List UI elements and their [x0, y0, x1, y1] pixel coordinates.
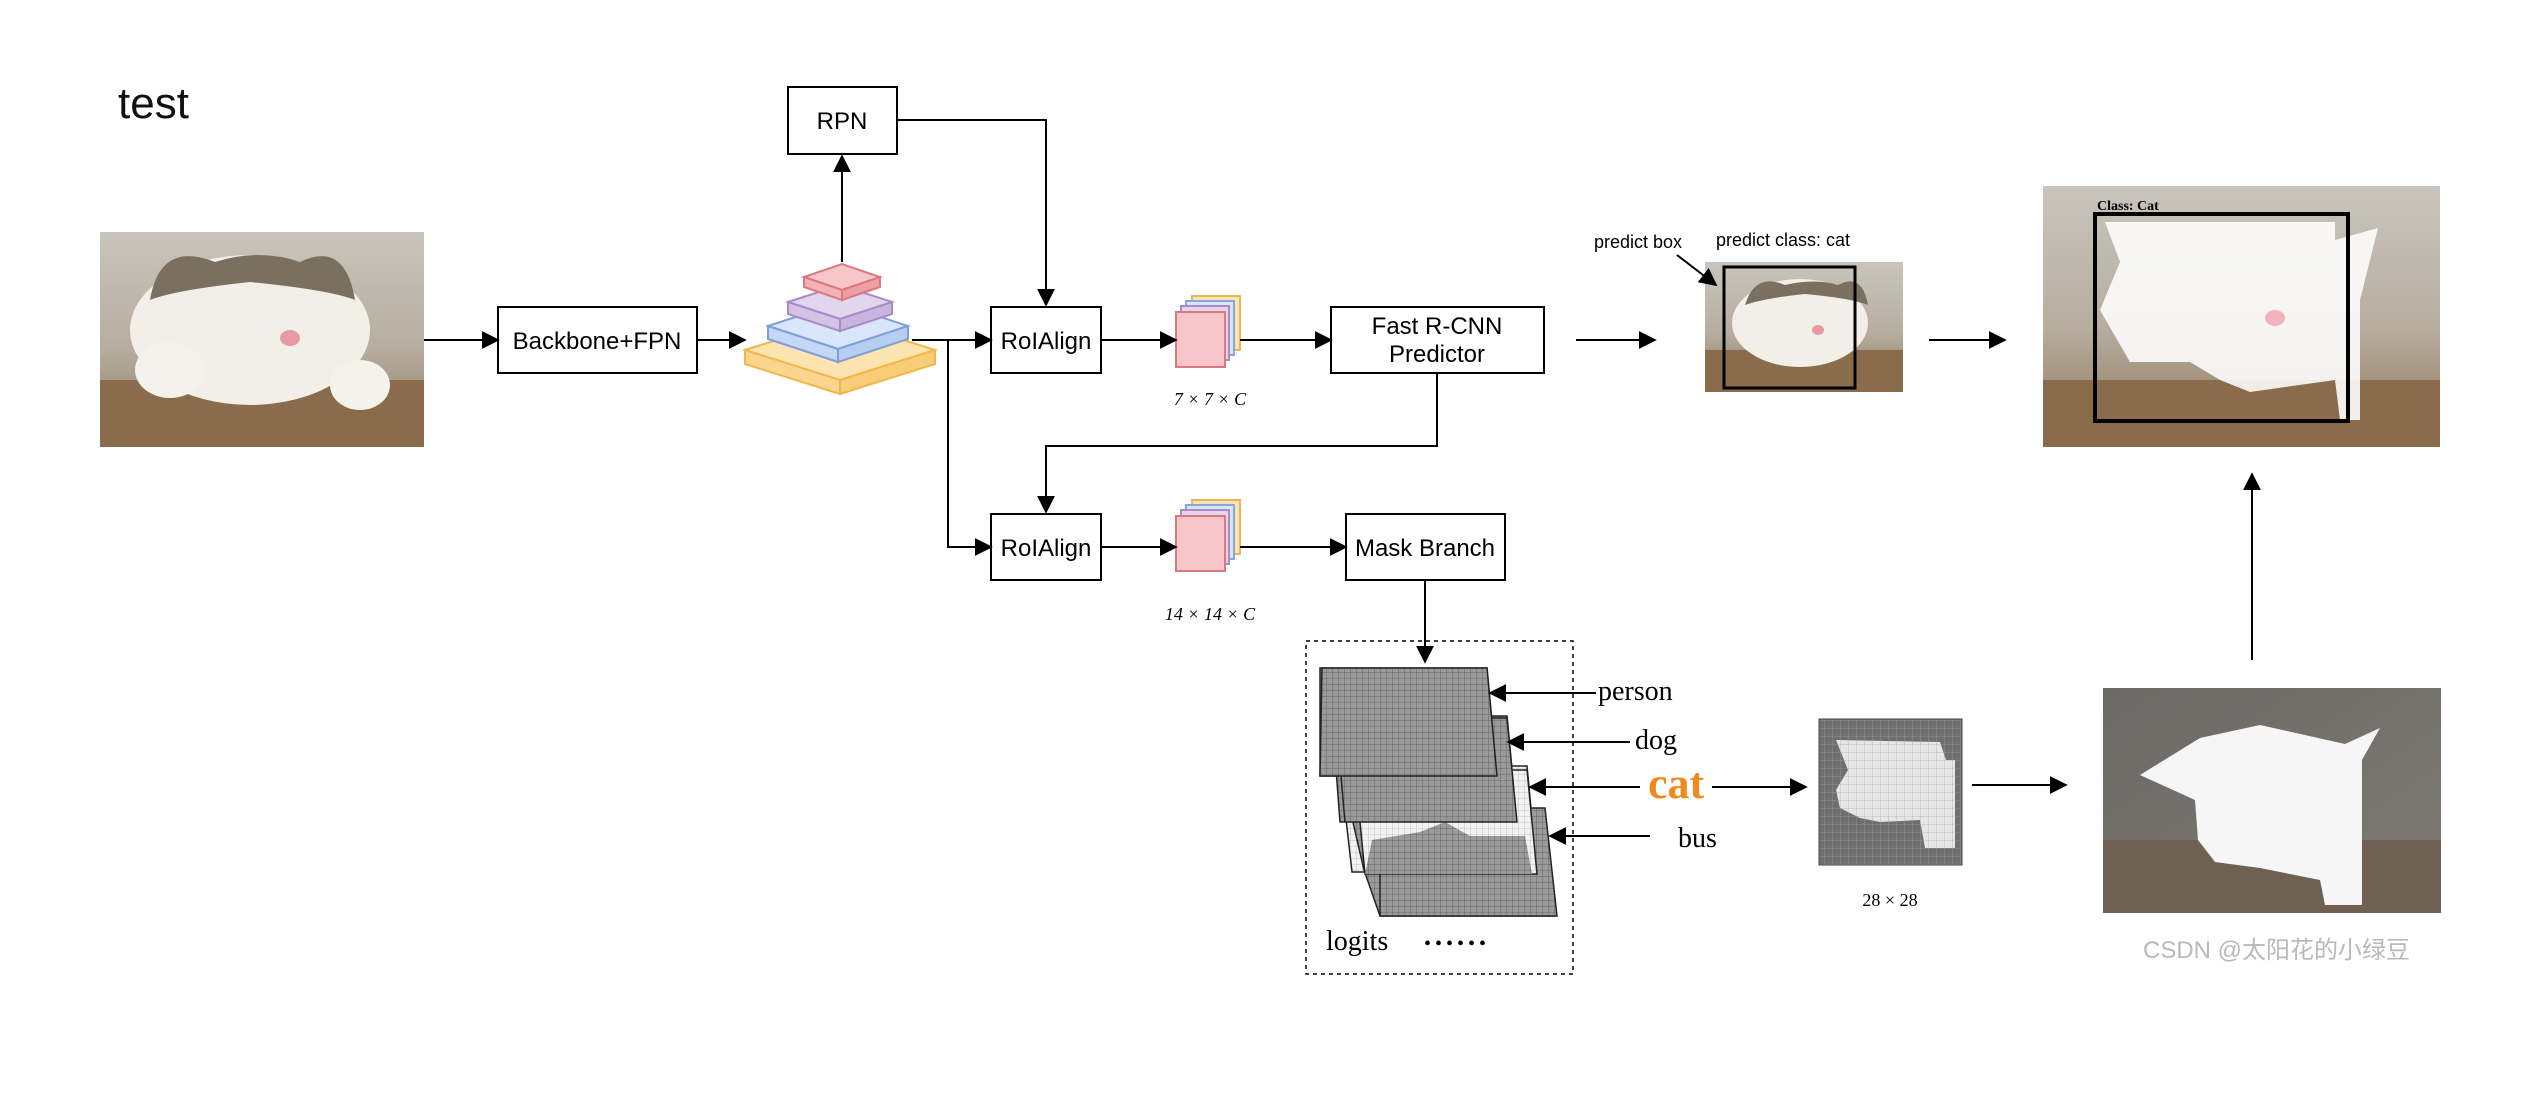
mask-pasted-image: [2103, 688, 2441, 913]
fast-rcnn-predictor-node: Fast R-CNN Predictor: [1330, 306, 1545, 374]
top-roi-feature-cube: [1175, 295, 1241, 368]
predict-class-label: predict class: cat: [1716, 230, 1850, 250]
fast-rcnn-label-line1: Fast R-CNN: [1372, 313, 1503, 340]
backbone-fpn-label: Backbone+FPN: [513, 328, 682, 355]
page-title: test: [118, 79, 189, 128]
final-result-image: Class: Cat: [2043, 186, 2440, 447]
watermark: CSDN @太阳花的小绿豆: [2143, 937, 2410, 964]
logits-label: logits: [1326, 926, 1388, 957]
roialign-bottom-label: RoIAlign: [1001, 535, 1092, 562]
final-class-label: Class: Cat: [2097, 199, 2159, 214]
rpn-label: RPN: [817, 108, 868, 135]
logits-ellipsis: ••••••: [1424, 933, 1490, 955]
input-cat-image: [100, 232, 424, 447]
backbone-fpn-node: Backbone+FPN: [497, 306, 698, 374]
rpn-node: RPN: [787, 86, 898, 155]
class-person-label: person: [1598, 676, 1673, 707]
roialign-top-label: RoIAlign: [1001, 328, 1092, 355]
predict-bounding-box: [1722, 265, 1857, 390]
final-bounding-box: [2093, 212, 2350, 423]
bottom-feature-dims: 14 × 14 × C: [1165, 604, 1256, 624]
mask-branch-label: Mask Branch: [1355, 535, 1495, 562]
cat-mask-28x28: [1818, 718, 1963, 866]
mask-logits-container: [1305, 640, 1574, 975]
class-dog-label: dog: [1635, 725, 1677, 756]
fpn-pyramid: [741, 262, 939, 396]
roialign-top-node: RoIAlign: [990, 306, 1102, 374]
class-bus-label: bus: [1678, 823, 1717, 854]
mask-dims: 28 × 28: [1862, 890, 1917, 910]
predict-box-image: [1705, 262, 1903, 392]
fast-rcnn-label-line2: Predictor: [1389, 341, 1485, 368]
mask-branch-node: Mask Branch: [1345, 513, 1506, 581]
predict-box-label: predict box: [1594, 232, 1682, 252]
bottom-roi-feature-cube: [1175, 499, 1241, 572]
logits-grid-front: [1319, 667, 1558, 917]
roialign-bottom-node: RoIAlign: [990, 513, 1102, 581]
top-feature-dims: 7 × 7 × C: [1174, 389, 1247, 409]
connector-arrows: [424, 119, 2261, 845]
class-cat-label: cat: [1648, 759, 1705, 808]
